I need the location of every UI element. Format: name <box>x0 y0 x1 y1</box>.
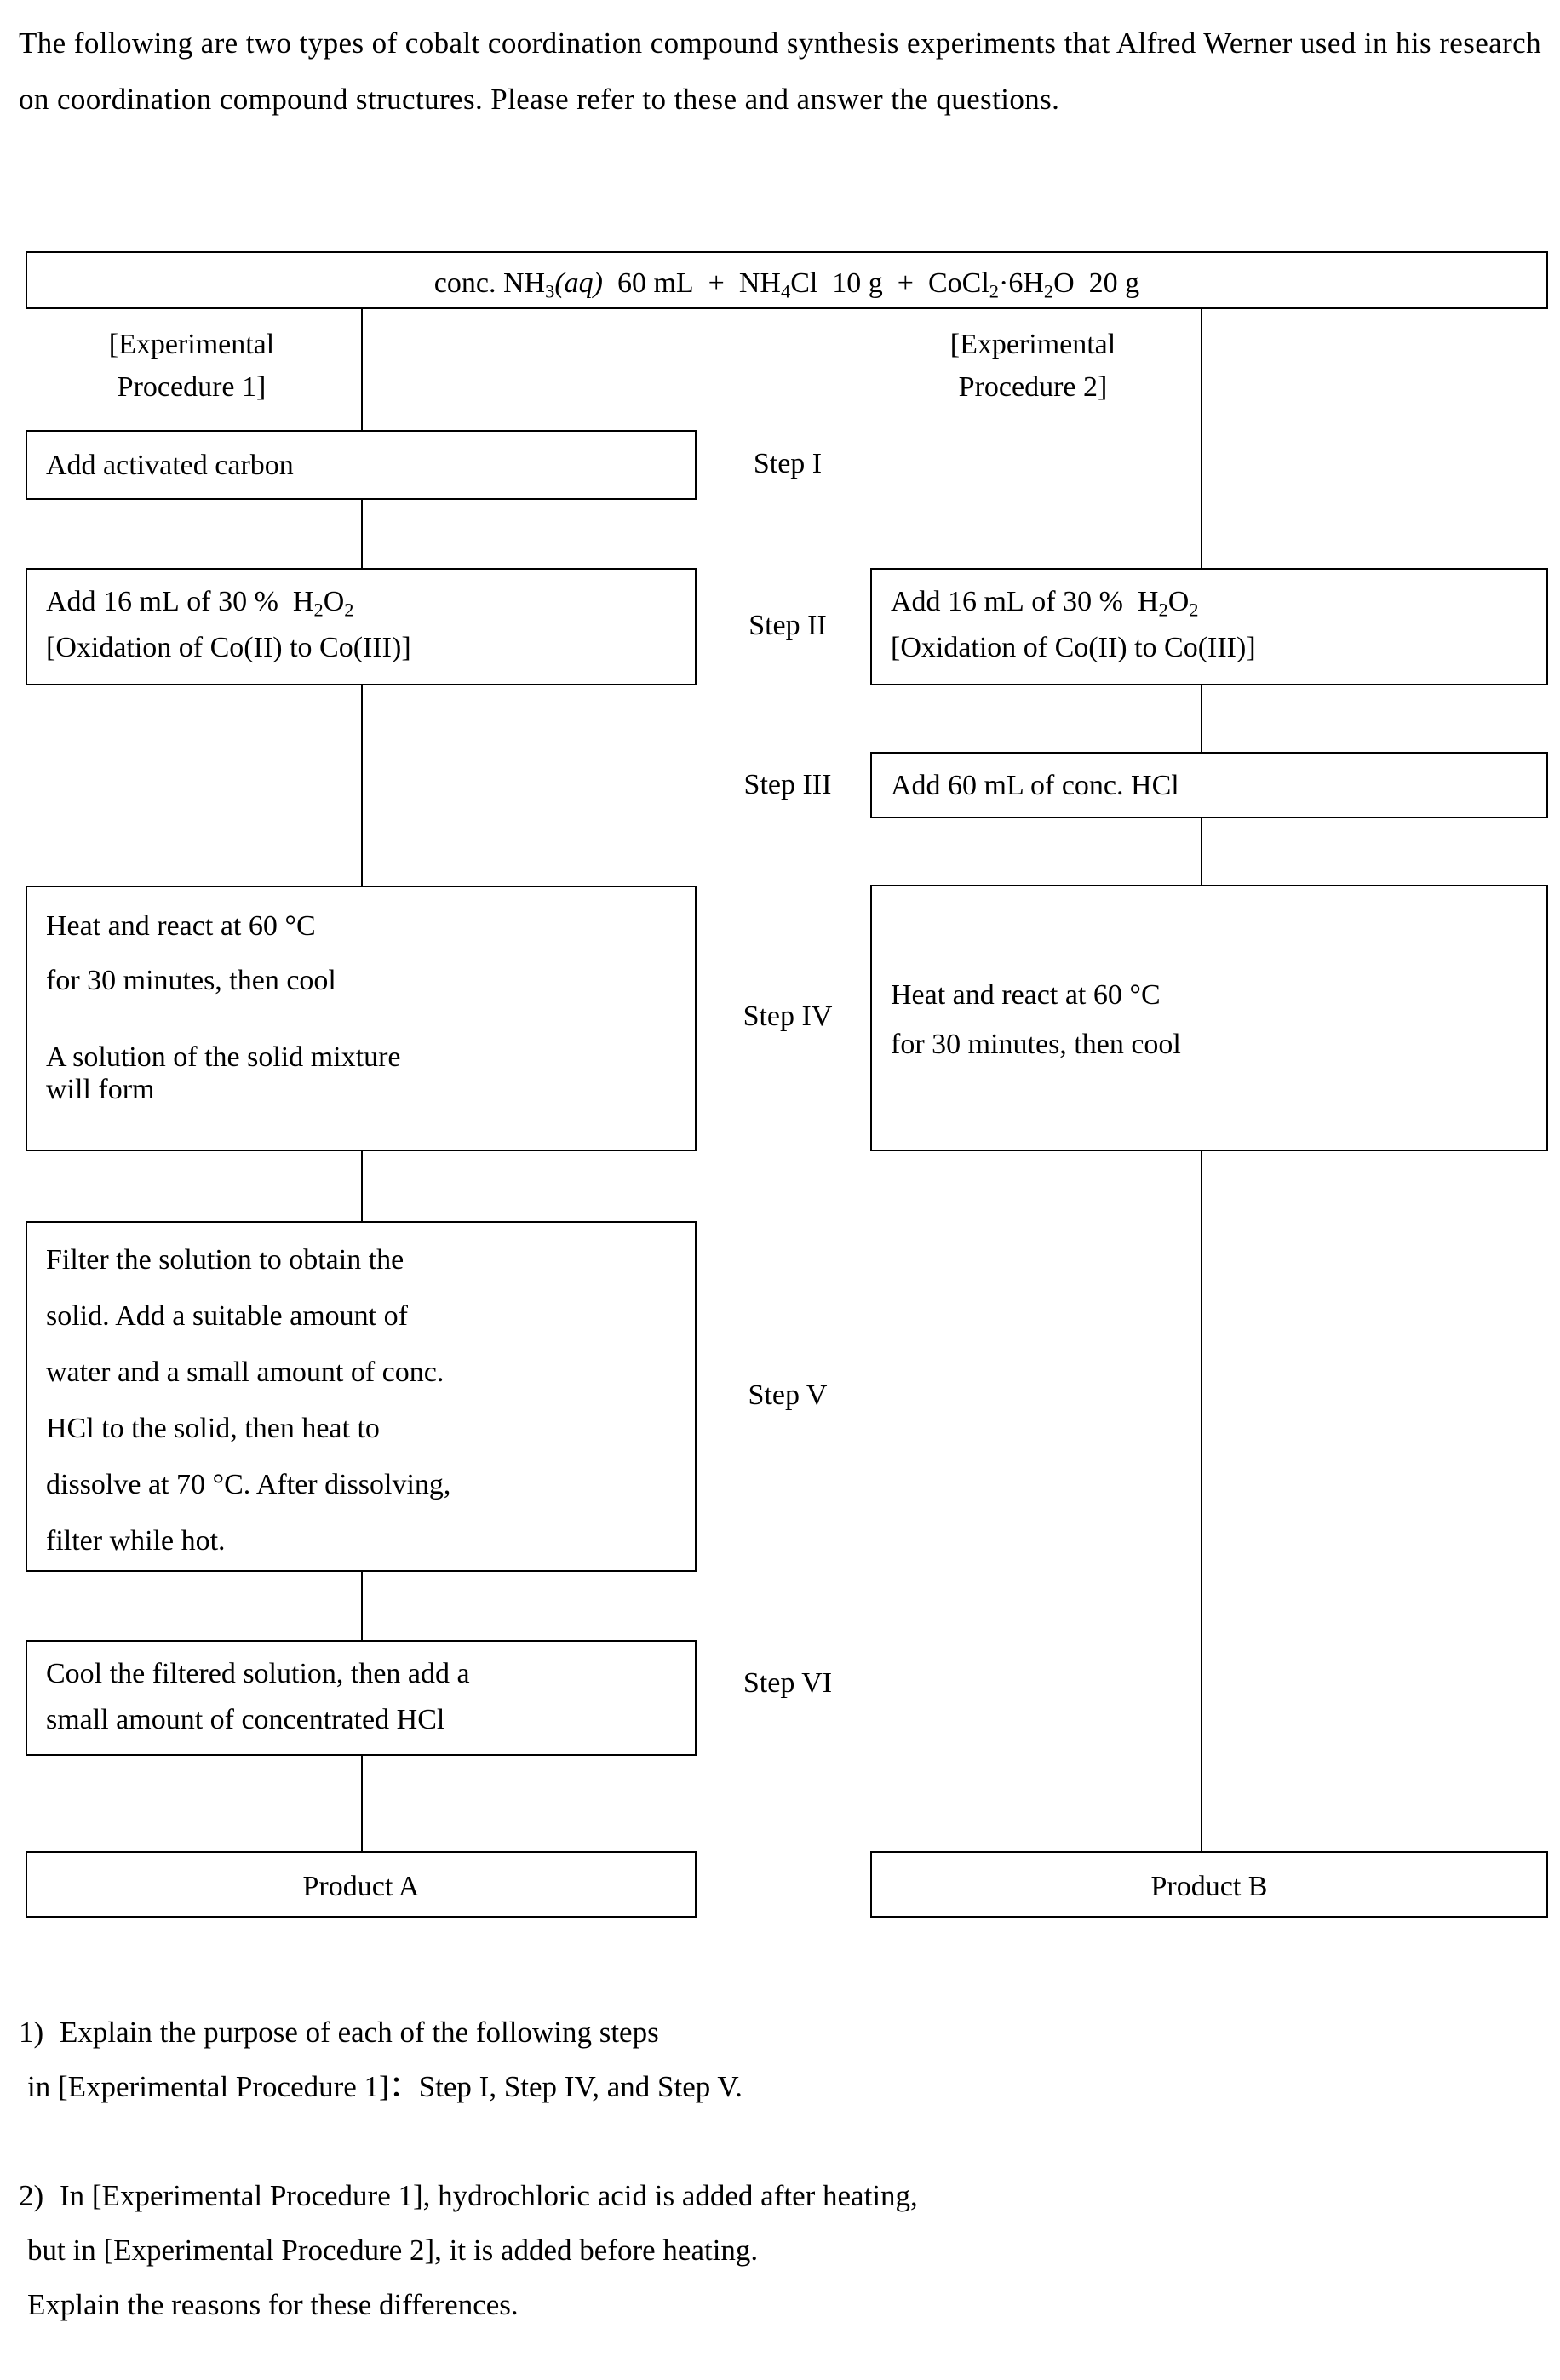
question-1-number: 1) <box>19 2016 44 2049</box>
proc1-step5-line2: solid. Add a suitable amount of <box>46 1300 408 1332</box>
connector-right-step3-to-step4 <box>1201 818 1202 885</box>
connector-left-step1-to-step2 <box>361 500 363 568</box>
product-a-label: Product A <box>302 1871 420 1902</box>
step-label-3: Step III <box>743 769 832 800</box>
proc1-step4-box: Heat and react at 60 °C for 30 minutes, … <box>26 886 697 1151</box>
proc1-step6-box: Cool the filtered solution, then add a s… <box>26 1640 697 1756</box>
question-1: 1) Explain the purpose of each of the fo… <box>19 2005 1543 2114</box>
step-label-6: Step VI <box>743 1667 833 1699</box>
question-2-body: In [Experimental Procedure 1], hydrochlo… <box>19 2179 1543 2332</box>
question-1-body: Explain the purpose of each of the follo… <box>19 2016 1543 2114</box>
proc2-step4-box: Heat and react at 60 °C for 30 minutes, … <box>870 885 1548 1151</box>
reagents-box: conc. NH3(aq) 60 mL + NH4Cl 10 g + CoCl2… <box>26 251 1548 309</box>
procedure-2-heading: [Experimental Procedure 2] <box>867 324 1199 409</box>
proc2-step3-box: Add 60 mL of conc. HCl <box>870 752 1548 818</box>
proc1-step5-line6: filter while hot. <box>46 1525 226 1557</box>
proc1-step5-line1: Filter the solution to obtain the <box>46 1244 404 1276</box>
proc2-step2-box: Add 16 mL of 30 % H2O2 [Oxidation of Co(… <box>870 568 1548 685</box>
connector-left-step6-to-product <box>361 1756 363 1851</box>
product-b-box: Product B <box>870 1851 1548 1918</box>
proc1-step5-line3: water and a small amount of conc. <box>46 1356 444 1388</box>
intro-text: The following are two types of cobalt co… <box>19 26 1541 116</box>
proc1-step4-line5: will form <box>46 1074 155 1105</box>
proc2-step4-line2: for 30 minutes, then cool <box>891 1029 1181 1060</box>
procedure-1-heading: [Experimental Procedure 1] <box>26 324 358 409</box>
connector-right-header-to-step2 <box>1201 309 1202 568</box>
proc1-step5-box: Filter the solution to obtain the solid.… <box>26 1221 697 1572</box>
proc1-step4-line4: A solution of the solid mixture <box>46 1041 401 1073</box>
proc1-step2-box: Add 16 mL of 30 % H2O2 [Oxidation of Co(… <box>26 568 697 685</box>
question-2-number: 2) <box>19 2179 44 2212</box>
procedure-1-heading-line1: [Experimental <box>108 329 275 360</box>
product-b-label: Product B <box>1150 1871 1268 1902</box>
proc1-step5-line4: HCl to the solid, then heat to <box>46 1413 380 1444</box>
proc1-step2-line1: Add 16 mL of 30 % H2O2 <box>46 586 354 621</box>
question-1-line2: in [Experimental Procedure 1]：Step I, St… <box>27 2070 743 2103</box>
product-a-box: Product A <box>26 1851 697 1918</box>
experiment-flowchart: conc. NH3(aq) 60 mL + NH4Cl 10 g + CoCl2… <box>26 251 1548 1918</box>
procedure-1-heading-line2: Procedure 1] <box>117 371 267 403</box>
connector-left-step2-to-step4 <box>361 685 363 886</box>
connector-left-step4-to-step5 <box>361 1151 363 1221</box>
reagents-text: conc. NH3(aq) 60 mL + NH4Cl 10 g + CoCl2… <box>433 267 1140 302</box>
connector-right-step4-to-product <box>1201 1151 1202 1851</box>
proc1-step4-line1: Heat and react at 60 °C <box>46 910 316 942</box>
proc1-step4-line2: for 30 minutes, then cool <box>46 965 336 996</box>
proc1-step6-line1: Cool the filtered solution, then add a <box>46 1658 470 1689</box>
proc2-step2-line2: [Oxidation of Co(II) to Co(III)] <box>891 632 1256 663</box>
question-1-line1: Explain the purpose of each of the follo… <box>60 2016 659 2049</box>
proc1-step6-line2: small amount of concentrated HCl <box>46 1704 445 1735</box>
proc2-step4-line1: Heat and react at 60 °C <box>891 979 1161 1011</box>
intro-paragraph: The following are two types of cobalt co… <box>19 15 1541 128</box>
question-2: 2) In [Experimental Procedure 1], hydroc… <box>19 2169 1543 2332</box>
question-2-line3: Explain the reasons for these difference… <box>27 2288 519 2321</box>
question-2-line1: In [Experimental Procedure 1], hydrochlo… <box>60 2179 918 2212</box>
step-label-1: Step I <box>753 448 823 479</box>
connector-left-step5-to-step6 <box>361 1572 363 1640</box>
step-label-2: Step II <box>748 610 827 641</box>
proc2-step3-line1: Add 60 mL of conc. HCl <box>891 770 1179 801</box>
procedure-2-heading-line2: Procedure 2] <box>958 371 1108 403</box>
step-label-4: Step IV <box>743 1001 833 1032</box>
proc2-step2-line1: Add 16 mL of 30 % H2O2 <box>891 586 1199 621</box>
connector-right-step2-to-step3 <box>1201 685 1202 752</box>
procedure-2-heading-line1: [Experimental <box>949 329 1116 360</box>
connector-left-header-to-step1 <box>361 309 363 432</box>
questions-section: 1) Explain the purpose of each of the fo… <box>19 2005 1543 2380</box>
proc1-step5-line5: dissolve at 70 °C. After dissolving, <box>46 1469 451 1500</box>
proc1-step2-line2: [Oxidation of Co(II) to Co(III)] <box>46 632 411 663</box>
step-label-5: Step V <box>748 1379 828 1411</box>
proc1-step1-box: Add activated carbon <box>26 430 697 500</box>
proc1-step1-line1: Add activated carbon <box>46 450 294 481</box>
question-2-line2: but in [Experimental Procedure 2], it is… <box>27 2234 759 2267</box>
